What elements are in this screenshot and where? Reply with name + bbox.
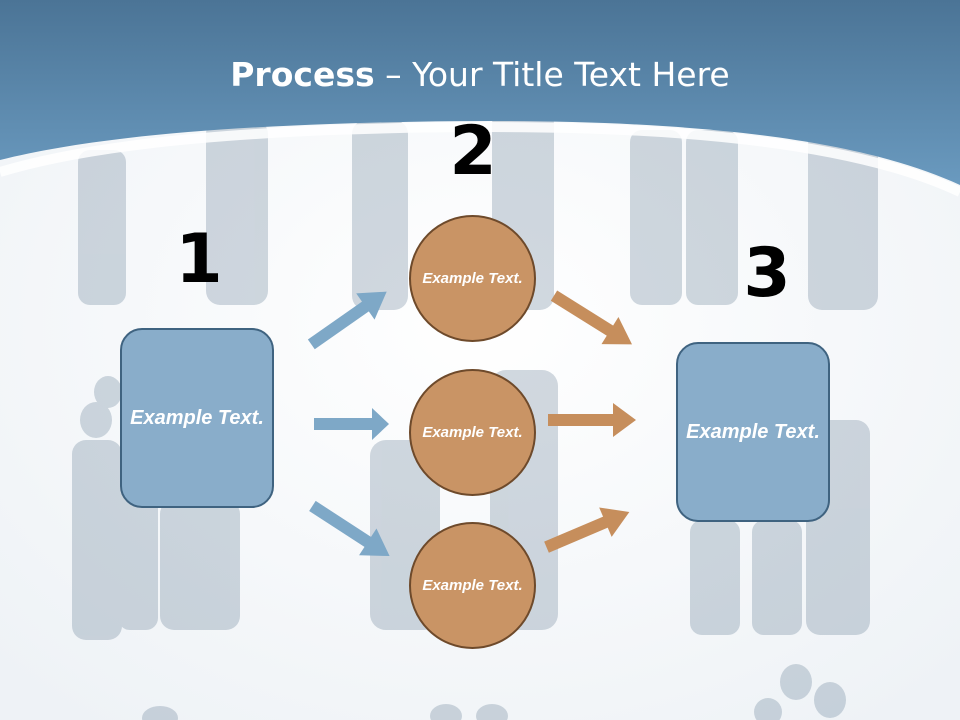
step-1-label: Example Text.: [130, 406, 264, 429]
arrows-right: [544, 290, 636, 553]
step-3-label: Example Text.: [686, 420, 820, 443]
step-1-box: Example Text.: [120, 328, 274, 508]
step-2-circle-middle-label: Example Text.: [422, 424, 523, 441]
step-2-circle-bottom: Example Text.: [409, 522, 536, 649]
title-bold: Process: [230, 55, 375, 94]
header-highlight-curve: [0, 121, 960, 197]
step-2-number: 2: [449, 112, 497, 191]
step-2-circle-middle: Example Text.: [409, 369, 536, 496]
slide-title: Process – Your Title Text Here: [0, 52, 960, 98]
step-2-circle-top-label: Example Text.: [422, 270, 523, 287]
step-3-number: 3: [743, 234, 791, 313]
step-1-number: 1: [175, 220, 223, 299]
title-rest: – Your Title Text Here: [374, 55, 730, 94]
step-2-circle-bottom-label: Example Text.: [422, 577, 523, 594]
arrows-left: [307, 291, 390, 557]
step-2-circle-top: Example Text.: [409, 215, 536, 342]
step-3-box: Example Text.: [676, 342, 830, 522]
header-band: [0, 0, 960, 185]
